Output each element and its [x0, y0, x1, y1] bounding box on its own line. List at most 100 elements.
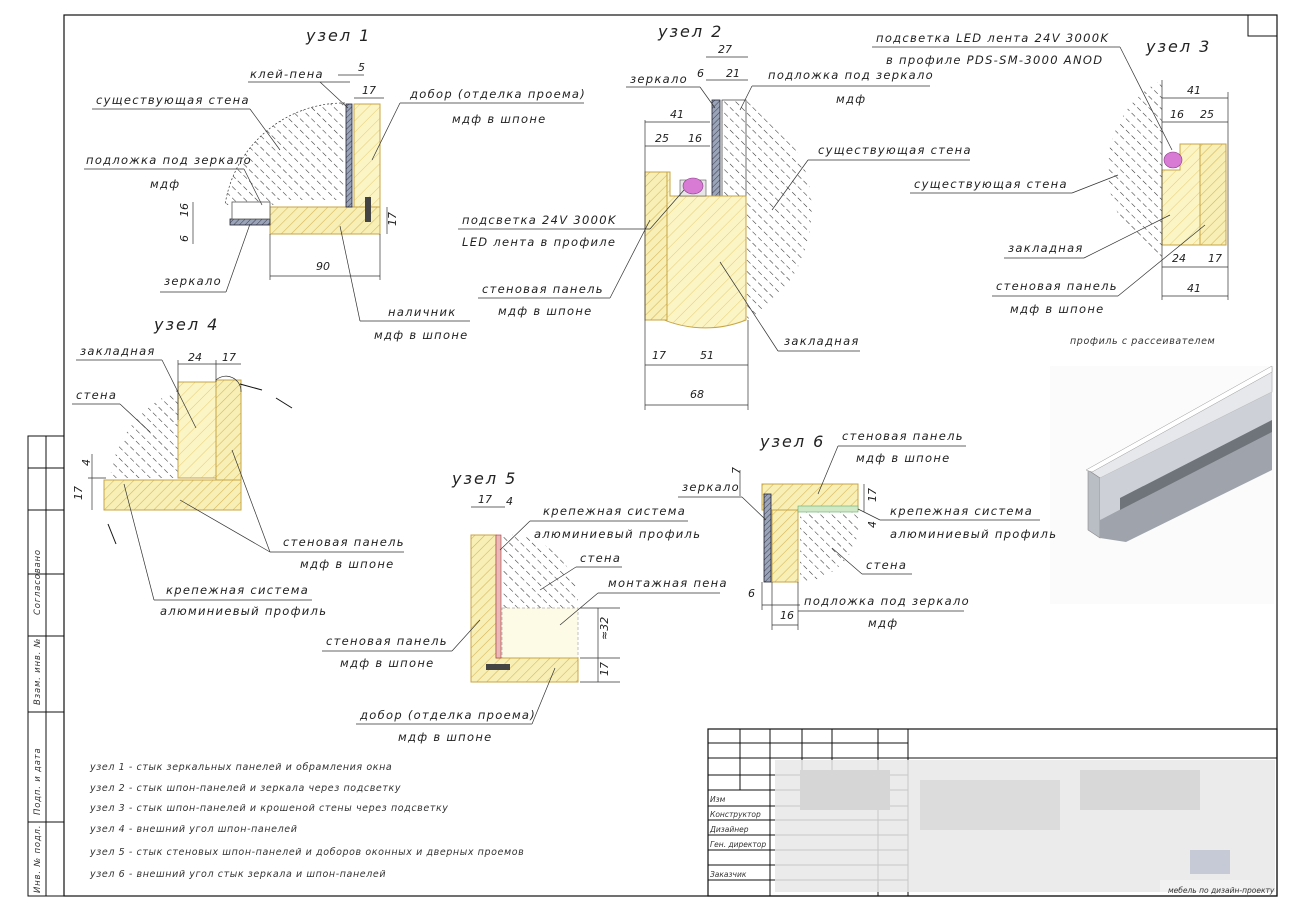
- node-2-dim-41: 41: [670, 108, 684, 121]
- node-1-label-casing: наличник: [388, 305, 457, 319]
- node-1-fixer: [365, 197, 371, 222]
- node-6-dim-4: 4: [866, 521, 879, 528]
- node-2-dim-16: 16: [688, 132, 702, 145]
- node-3-dim-41a: 41: [1187, 84, 1201, 97]
- node-6-wall: [800, 512, 859, 582]
- node-4-panel-h: [103, 479, 242, 511]
- node-5-label-foam: монтажная пена: [608, 576, 728, 590]
- node-6-label-base: подложка под зеркало: [804, 594, 970, 608]
- node-6-dim-6: 6: [748, 587, 755, 600]
- node-1-dim-5: 5: [358, 61, 365, 74]
- node-2-dim-68: 68: [690, 388, 704, 401]
- node-5-fix: [495, 534, 502, 659]
- sidebar-agreed: Согласовано: [33, 549, 43, 615]
- node-2-mirror: [711, 99, 721, 197]
- tb-gen: Ген. директор: [710, 840, 766, 849]
- node-5-label-panel-mat: мдф в шпоне: [340, 656, 435, 670]
- node-1-label-trim: добор (отделка проема): [409, 87, 586, 101]
- node-2-label-base-mat: мдф: [836, 92, 866, 106]
- node-2-panel: [644, 171, 668, 321]
- node-3-dim-41b: 41: [1187, 282, 1201, 295]
- node-6-label-wall: стена: [866, 558, 907, 572]
- node-5-label-panel: стеновая панель: [326, 634, 448, 648]
- node-6-mirror-base: [771, 509, 799, 583]
- tb-designer: Дизайнер: [709, 825, 749, 834]
- node-4-title: узел 4: [153, 315, 219, 334]
- node-1-label-wall: существующая стена: [96, 93, 250, 107]
- node-2-dim-27: 27: [718, 43, 732, 56]
- node-6-label-base-mat: мдф: [868, 616, 898, 630]
- node-6-label-fix: крепежная система: [890, 504, 1033, 518]
- node-1-mirror-base: [231, 201, 271, 220]
- node-4-dim-4: 4: [80, 459, 93, 466]
- node-1-label-mirror: зеркало: [164, 274, 222, 288]
- node-2-title: узел 2: [657, 22, 723, 41]
- node-2-label-panel: стеновая панель: [482, 282, 604, 296]
- node-2-led: [682, 177, 704, 195]
- node-1: узел 1 5 17 17 16 6 90 клей-пена существ…: [84, 26, 586, 342]
- node-5-label-fix: крепежная система: [543, 504, 686, 518]
- node-4-dim-17a: 17: [222, 351, 236, 364]
- node-4-label-fix: крепежная система: [166, 583, 309, 597]
- node-6-dim-16: 16: [780, 609, 794, 622]
- node-6-label-panel: стеновая панель: [842, 429, 964, 443]
- node-1-label-base: подложка под зеркало: [86, 153, 252, 167]
- node-2-label-led: подсветка 24V 3000K: [462, 213, 617, 227]
- node-4-dim-24: 24: [188, 351, 202, 364]
- node-1-label-glue: клей-пена: [250, 67, 324, 81]
- node-4-label-fix-mat: алюминиевый профиль: [160, 604, 327, 618]
- node-6-dim-7: 7: [730, 467, 743, 474]
- node-4-embed: [177, 381, 217, 479]
- node-1-dim-17a: 17: [362, 84, 376, 97]
- node-1-label-casing-mat: мдф в шпоне: [374, 328, 469, 342]
- note-2: узел 2 - стык шпон-панелей и зеркала чер…: [89, 783, 401, 794]
- node-1-casing: [269, 206, 381, 235]
- sidebar-sign: Подп. и дата: [33, 747, 43, 815]
- node-2-dim-21: 21: [726, 67, 740, 80]
- node-5-fixer: [486, 664, 510, 670]
- node-3-caption: профиль с рассеивателем: [1070, 336, 1215, 347]
- node-3-dim-25: 25: [1200, 108, 1214, 121]
- corner-stamp: [1247, 15, 1277, 37]
- node-2-label-wall: существующая стена: [818, 143, 972, 157]
- node-3-label-wall: существующая стена: [914, 177, 1068, 191]
- node-6-fix: [797, 505, 859, 513]
- notes-list: узел 1 - стык зеркальных панелей и обрам…: [89, 762, 524, 880]
- node-5-dim-17b: 17: [598, 662, 611, 676]
- tb-izm: Изм: [710, 795, 726, 804]
- title-block: Изм Конструктор Дизайнер Ген. директор З…: [707, 728, 1278, 897]
- note-6: узел 6 - внешний угол стык зеркала и шпо…: [89, 869, 386, 880]
- node-3-dim-24: 24: [1172, 252, 1186, 265]
- node-6-label-fix-mat: алюминиевый профиль: [890, 527, 1057, 541]
- node-6-label-mirror: зеркало: [682, 480, 740, 494]
- node-5-wall: [502, 534, 579, 608]
- node-3-label-led2: в профиле PDS-SM-3000 ANOD: [886, 53, 1103, 67]
- node-2-wall: [746, 100, 812, 320]
- note-5: узел 5 - стык стеновых шпон-панелей и до…: [89, 847, 524, 858]
- node-1-label-base-mat: мдф: [150, 177, 180, 191]
- node-3-label-led: подсветка LED лента 24V 3000K: [876, 31, 1109, 45]
- tb-footer: мебель по дизайн-проекту: [1168, 886, 1275, 895]
- node-4-label-panel: стеновая панель: [283, 535, 405, 549]
- node-5-dim-4: 4: [506, 495, 513, 508]
- tb-customer: Заказчик: [710, 870, 747, 879]
- node-5-dim-32: ≈32: [598, 617, 611, 640]
- node-4-label-panel-mat: мдф в шпоне: [300, 557, 395, 571]
- node-3-dim-16: 16: [1170, 108, 1184, 121]
- node-4: узел 4 24 17 4 17 закладная стена стенов…: [72, 315, 405, 618]
- node-1-glue: [345, 103, 353, 208]
- note-3: узел 3 - стык шпон-панелей и крошеной ст…: [89, 803, 449, 814]
- node-3-wall: [1107, 80, 1162, 258]
- node-4-label-wall: стена: [76, 388, 117, 402]
- note-1: узел 1 - стык зеркальных панелей и обрам…: [89, 762, 392, 773]
- node-5-label-fix-mat: алюминиевый профиль: [534, 527, 701, 541]
- node-5-label-wall: стена: [580, 551, 621, 565]
- tb-constructor: Конструктор: [710, 810, 761, 819]
- node-5-dim-17: 17: [478, 493, 492, 506]
- node-6-label-panel-mat: мдф в шпоне: [856, 451, 951, 465]
- node-2-label-embed: закладная: [784, 334, 860, 348]
- node-1-dim-90: 90: [316, 260, 330, 273]
- node-3-panel: [1199, 143, 1227, 246]
- node-4-label-embed: закладная: [80, 344, 156, 358]
